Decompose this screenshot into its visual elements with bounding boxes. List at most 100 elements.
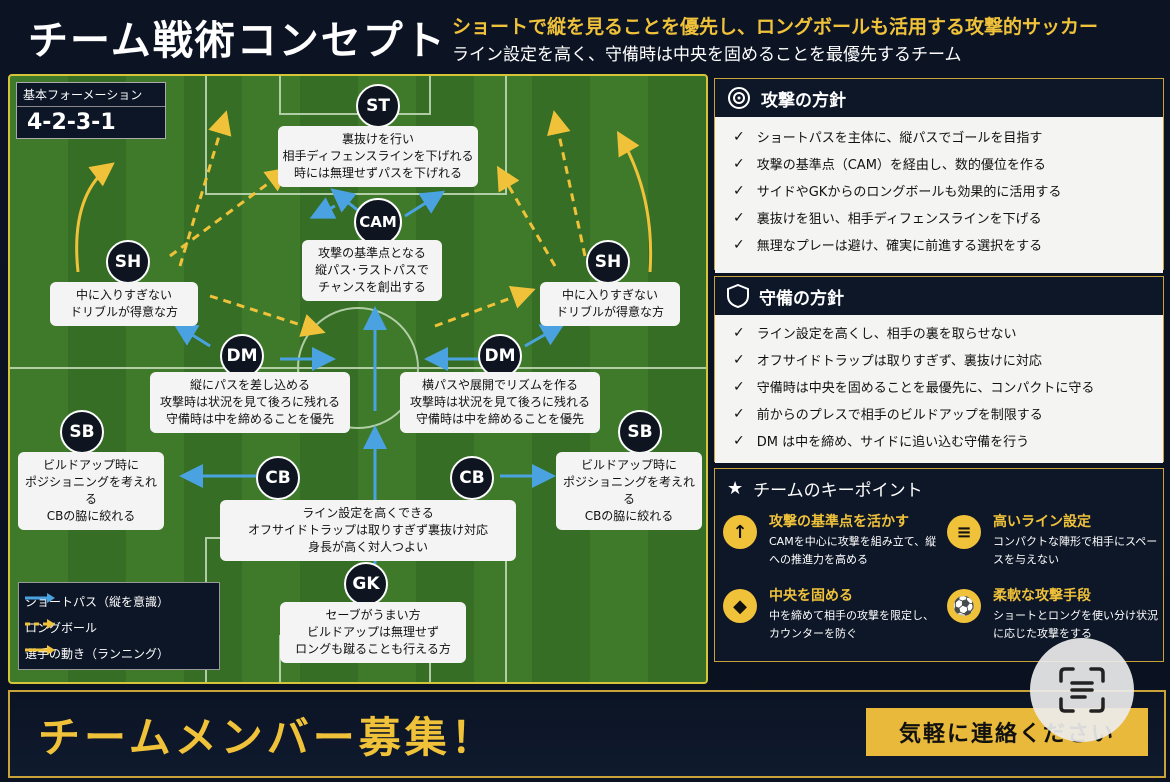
card-gk-line: ロングも蹴ることも行える方 xyxy=(295,642,451,656)
scan-text-icon xyxy=(1059,667,1105,713)
card-dm-right-line: 守備時は中を締めることを優先 xyxy=(415,412,584,426)
formation-box: 基本フォーメーション 4-2-3-1 xyxy=(16,82,166,139)
dashed-arrow-icon xyxy=(25,619,55,629)
card-cam-line: 縦パス･ラストパスで xyxy=(315,263,429,277)
keypoint-text: コンパクトな陣形で相手にスペースを与えない xyxy=(993,535,1158,566)
card-dm-right-line: 横パスや展開でリズムを作る xyxy=(421,378,578,392)
card-cam: 攻撃の基準点となる 縦パス･ラストパスで チャンスを創出する xyxy=(302,240,442,301)
card-dm-right: 横パスや展開でリズムを作る 攻撃時は状況を見て後ろに残れる 守備時は中を締めるこ… xyxy=(400,372,600,433)
legend-label: ショートパス（縦を意識） xyxy=(25,595,170,609)
card-sh-left: 中に入りすぎない ドリブルが得意な方 xyxy=(50,282,198,326)
keypoints-panel: ★ チームのキーポイント ↑ 攻撃の基準点を活かす CAMを中心に攻撃を組み立て… xyxy=(714,468,1164,662)
keypoint-text: CAMを中心に攻撃を組み立て、縦への推進力を高める xyxy=(769,535,937,566)
list-item-text: ライン設定を高くし、相手の裏を取らせない xyxy=(756,327,1017,342)
position-dm-left: DM xyxy=(220,334,264,378)
check-icon: ✓ xyxy=(733,155,745,172)
check-icon: ✓ xyxy=(733,405,745,422)
keypoints-grid: ↑ 攻撃の基準点を活かす CAMを中心に攻撃を組み立て、縦への推進力を高める ≡… xyxy=(715,507,1161,651)
formation-label: 基本フォーメーション xyxy=(17,83,165,107)
legend-short-pass: ショートパス（縦を意識） xyxy=(25,593,169,610)
lines-icon: ≡ xyxy=(947,515,981,549)
defense-title: 守備の方針 xyxy=(759,288,844,309)
keypoint-item: ≡ 高いライン設定 コンパクトな陣形で相手にスペースを与えない xyxy=(939,507,1161,577)
attack-panel: 攻撃の方針 ✓ ショートパスを主体に、縦パスでゴールを目指す ✓ 攻撃の基準点（CA… xyxy=(714,78,1164,273)
check-icon: ✓ xyxy=(733,324,745,341)
card-sb-left-line: ポジショニングを考えれる xyxy=(24,475,157,506)
card-gk-line: セーブがうまい方 xyxy=(325,608,421,622)
check-icon: ✓ xyxy=(733,378,745,395)
defense-header: 守備の方針 xyxy=(715,277,1163,315)
position-sb-left: SB xyxy=(60,410,104,454)
keypoint-item: ↑ 攻撃の基準点を活かす CAMを中心に攻撃を組み立て、縦への推進力を高める xyxy=(715,507,937,577)
list-item: ✓ 裏抜けを狙い、相手ディフェンスラインを下げる xyxy=(715,204,1163,231)
card-gk: セーブがうまい方 ビルドアップは無理せず ロングも蹴ることも行える方 xyxy=(280,602,466,663)
attack-list: ✓ ショートパスを主体に、縦パスでゴールを目指す ✓ 攻撃の基準点（CAM）を経由し… xyxy=(715,117,1163,273)
card-sb-left: ビルドアップ時に ポジショニングを考えれる CBの脇に絞れる xyxy=(18,452,164,530)
target-icon xyxy=(728,87,750,109)
text-scan-button[interactable] xyxy=(1030,638,1134,742)
position-st: ST xyxy=(356,84,400,128)
shield-icon: ◆ xyxy=(723,589,757,623)
list-item-text: 裏抜けを狙い、相手ディフェンスラインを下げる xyxy=(756,212,1042,227)
card-cb: ライン設定を高くできる オフサイドトラップは取りすぎず裏抜け対応 身長が高く対人… xyxy=(220,500,516,561)
shield-icon xyxy=(727,284,749,308)
keypoint-title: 中央を固める xyxy=(769,588,853,604)
list-item-text: 攻撃の基準点（CAM）を経由し、数的優位を作る xyxy=(756,158,1046,173)
position-cam: CAM xyxy=(354,198,402,246)
position-cb-left: CB xyxy=(256,456,300,500)
card-dm-left-line: 攻撃時は状況を見て後ろに残れる xyxy=(159,395,340,409)
card-sh-left-line: ドリブルが得意な方 xyxy=(69,305,178,319)
star-icon: ★ xyxy=(727,477,744,499)
attack-title: 攻撃の方針 xyxy=(761,90,846,111)
keypoint-title: 高いライン設定 xyxy=(993,514,1091,530)
card-sh-left-line: 中に入りすぎない xyxy=(75,288,172,302)
keypoint-title: 攻撃の基準点を活かす xyxy=(769,514,909,530)
defense-panel: 守備の方針 ✓ライン設定を高くし、相手の裏を取らせない ✓オフサイドトラップは取… xyxy=(714,276,1164,463)
list-item-text: 無理なプレーは避け、確実に前進する選択をする xyxy=(756,239,1043,254)
list-item: ✓前からのプレスで相手のビルドアップを制限する xyxy=(715,400,1163,427)
yellow-arrow-icon xyxy=(25,645,55,655)
keypoint-text: 中を締めて相手の攻撃を限定し、カウンターを防ぐ xyxy=(769,609,934,640)
card-dm-left-line: 守備時は中を締めることを優先 xyxy=(165,412,334,426)
card-cam-line: チャンスを創出する xyxy=(318,280,426,294)
check-icon: ✓ xyxy=(733,236,745,253)
list-item: ✓ ショートパスを主体に、縦パスでゴールを目指す xyxy=(715,123,1163,150)
defense-list: ✓ライン設定を高くし、相手の裏を取らせない ✓オフサイドトラップは取りすぎず、裏… xyxy=(715,315,1163,463)
check-icon: ✓ xyxy=(733,128,745,145)
card-st: 裏抜けを行い 相手ディフェンスラインを下げれる 時には無理せずパスを下げれる xyxy=(278,126,478,187)
card-sb-right-line: CBの脇に絞れる xyxy=(584,509,674,523)
card-sh-right-line: 中に入りすぎない xyxy=(561,288,658,302)
position-sb-right: SB xyxy=(618,410,662,454)
card-sb-left-line: ビルドアップ時に xyxy=(42,458,139,472)
subtitle-secondary: ライン設定を高く、守備時は中央を固めることを最優先するチーム xyxy=(452,45,962,65)
position-sh-left: SH xyxy=(106,240,150,284)
card-sb-right-line: ポジショニングを考えれる xyxy=(562,475,695,506)
page-title: チーム戦術コンセプト xyxy=(28,18,447,64)
list-item: ✓DM は中を締め、サイドに追い込む守備を行う xyxy=(715,427,1163,454)
up-arrow-icon: ↑ xyxy=(723,515,757,549)
card-cam-line: 攻撃の基準点となる xyxy=(318,246,426,260)
ball-icon: ⚽ xyxy=(947,589,981,623)
pitch-legend: ショートパス（縦を意識） ロングボール 選手の動き（ランニング） xyxy=(18,582,220,670)
card-st-line: 時には無理せずパスを下げれる xyxy=(293,166,462,180)
check-icon: ✓ xyxy=(733,209,745,226)
list-item-text: ショートパスを主体に、縦パスでゴールを目指す xyxy=(756,131,1043,146)
position-dm-right: DM xyxy=(478,334,522,378)
check-icon: ✓ xyxy=(733,182,745,199)
list-item-text: DM は中を締め、サイドに追い込む守備を行う xyxy=(756,435,1030,450)
card-sb-left-line: CBの脇に絞れる xyxy=(46,509,136,523)
keypoints-header: ★ チームのキーポイント xyxy=(715,469,1163,507)
blue-arrow-icon xyxy=(25,593,55,603)
recruit-text: チームメンバー募集！ xyxy=(38,713,497,762)
card-dm-left: 縦にパスを差し込める 攻撃時は状況を見て後ろに残れる 守備時は中を締めることを優… xyxy=(150,372,350,433)
card-st-line: 裏抜けを行い xyxy=(341,132,414,146)
card-cb-line: ライン設定を高くできる xyxy=(302,506,434,520)
card-sb-right-line: ビルドアップ時に xyxy=(580,458,677,472)
keypoint-title: 柔軟な攻撃手段 xyxy=(993,588,1091,604)
list-item-text: 守備時は中央を固めることを最優先に、コンパクトに守る xyxy=(756,381,1095,396)
legend-label: 選手の動き（ランニング） xyxy=(25,647,170,661)
legend-long-ball: ロングボール xyxy=(25,619,97,636)
list-item: ✓ 無理なプレーは避け、確実に前進する選択をする xyxy=(715,231,1163,258)
card-st-line: 相手ディフェンスラインを下げれる xyxy=(282,149,474,163)
